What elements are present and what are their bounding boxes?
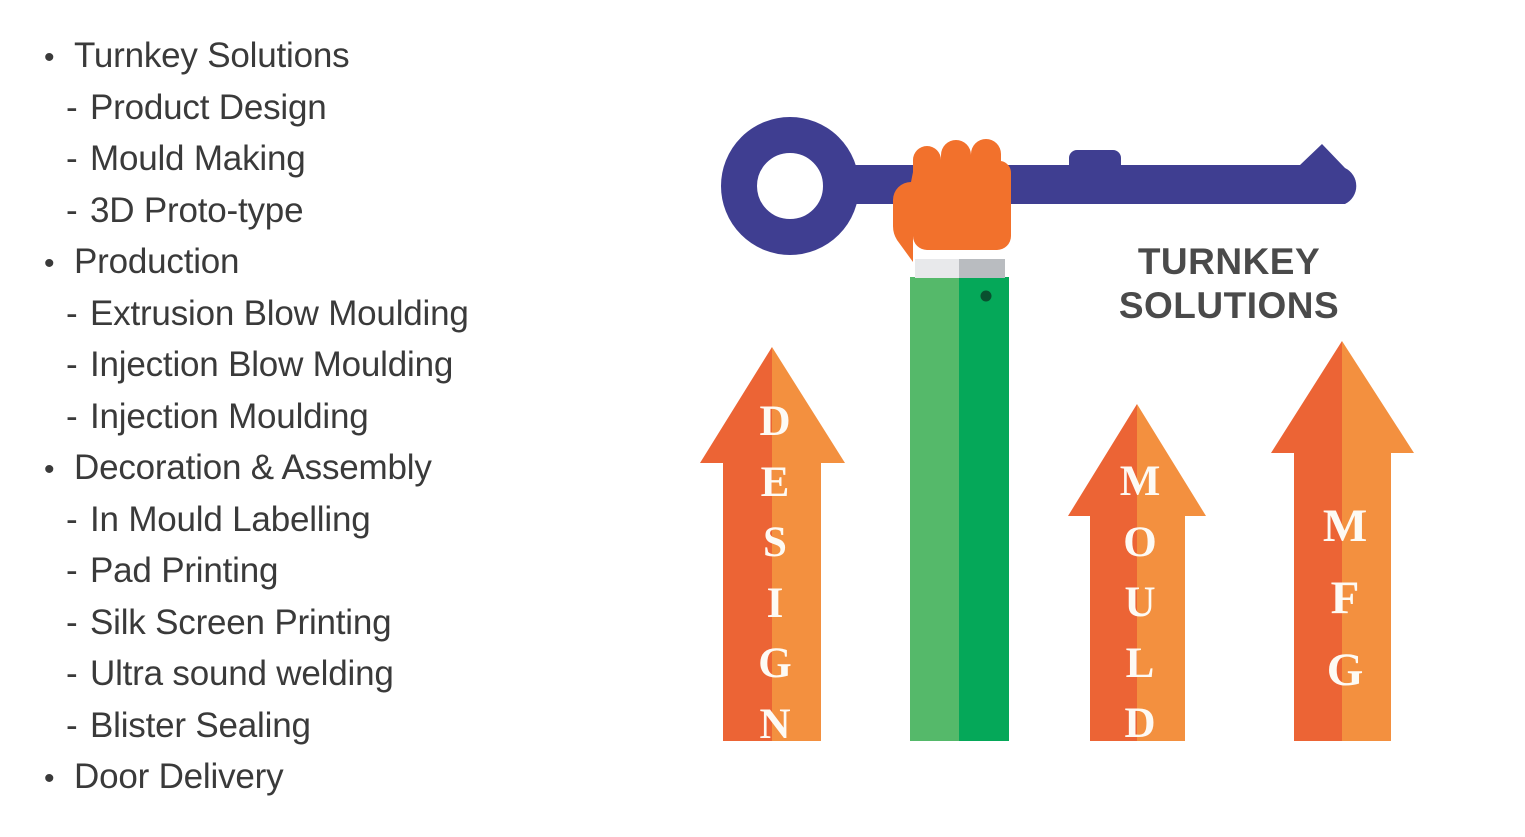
mould-arrow-letters: M O U L D <box>1100 452 1180 755</box>
dash-marker-icon: - <box>66 705 78 745</box>
list-item-label: Turnkey Solutions <box>74 36 350 75</box>
list-item: • Door Delivery <box>44 757 644 809</box>
mould-arrow-left-half <box>1068 404 1137 741</box>
list-item: -In Mould Labelling <box>44 500 644 552</box>
key-head-ring <box>721 117 859 255</box>
list-item: -Injection Moulding <box>44 397 644 449</box>
list-item-label: Ultra sound welding <box>90 654 394 693</box>
list-item-label: Door Delivery <box>74 757 284 796</box>
dash-marker-icon: - <box>66 551 78 590</box>
list-item-label: Extrusion Blow Moulding <box>90 293 469 333</box>
caption-line-1: TURNKEY <box>1137 241 1321 282</box>
list-item: -Product Design <box>44 88 644 140</box>
cuff-left-half <box>915 259 959 278</box>
hand-thumb <box>892 172 913 262</box>
list-item-label: Decoration & Assembly <box>74 448 432 487</box>
sleeve-right-half <box>959 277 1009 741</box>
list-item-label: 3D Proto-type <box>90 190 304 230</box>
bullet-marker-icon: • <box>44 41 55 74</box>
dash-marker-icon: - <box>66 190 78 230</box>
design-letter: I <box>766 579 784 627</box>
list-item-label: Injection Blow Moulding <box>90 345 454 384</box>
services-bullet-list: •Turnkey Solutions-Product Design-Mould … <box>44 36 644 809</box>
mould-arrow <box>1068 404 1206 741</box>
hand-fist <box>913 139 1012 190</box>
mould-letter: M <box>1119 458 1161 505</box>
design-arrow-right-half <box>772 347 845 741</box>
design-letter: S <box>763 519 787 566</box>
list-item-label: Blister Sealing <box>90 705 311 745</box>
dash-marker-icon: - <box>66 654 78 693</box>
hand-palm <box>913 185 1011 250</box>
list-item: -Silk Screen Printing <box>44 603 644 655</box>
design-letter: E <box>760 458 790 506</box>
caption-line-2: SOLUTIONS <box>1118 285 1340 326</box>
dash-marker-icon: - <box>66 499 78 539</box>
list-item: -Extrusion Blow Moulding <box>44 294 644 346</box>
cuff-right-half <box>959 259 1005 278</box>
design-letter: D <box>759 398 791 445</box>
list-item: -Ultra sound welding <box>44 654 644 706</box>
mfg-letter: F <box>1330 572 1360 624</box>
list-item-label: Mould Making <box>90 139 306 178</box>
list-item-label: Production <box>74 242 240 281</box>
dash-marker-icon: - <box>66 293 78 333</box>
key-icon <box>721 117 1357 255</box>
list-item: -Mould Making <box>44 139 644 191</box>
hand-icon <box>892 139 1012 262</box>
list-item: -Pad Printing <box>44 551 644 603</box>
design-letter: N <box>759 700 791 748</box>
design-arrow-letters: D E S I G N <box>735 392 815 755</box>
mfg-arrow-letters: M F G <box>1305 490 1385 706</box>
list-item-label: In Mould Labelling <box>90 499 371 539</box>
mfg-letter: G <box>1326 644 1364 696</box>
list-item: -Blister Sealing <box>44 706 644 758</box>
mould-letter: O <box>1123 518 1157 566</box>
mould-letter: D <box>1124 700 1156 747</box>
list-item: • Production <box>44 242 644 294</box>
mfg-arrow <box>1271 341 1414 741</box>
list-item-label: Silk Screen Printing <box>90 602 392 642</box>
list-item: -3D Proto-type <box>44 191 644 243</box>
list-item-label: Product Design <box>90 87 327 127</box>
dash-marker-icon: - <box>66 602 78 642</box>
mfg-arrow-right-half <box>1342 341 1414 741</box>
mfg-arrow-left-half <box>1271 341 1342 741</box>
list-item: • Decoration & Assembly <box>44 448 644 500</box>
turnkey-solutions-caption: TURNKEY SOLUTIONS <box>1094 240 1364 328</box>
sleeve-button-icon <box>980 290 992 302</box>
list-item: -Injection Blow Moulding <box>44 345 644 397</box>
dash-marker-icon: - <box>66 345 78 384</box>
dash-marker-icon: - <box>66 139 78 178</box>
mould-letter: U <box>1124 579 1156 626</box>
sleeve-graphic <box>910 277 1009 741</box>
dash-marker-icon: - <box>66 396 78 436</box>
mfg-letter: M <box>1322 500 1368 552</box>
list-item: • Turnkey Solutions <box>44 36 644 88</box>
bullet-marker-icon: • <box>44 247 55 280</box>
mould-arrow-right-half <box>1137 404 1206 741</box>
sleeve-left-half <box>910 277 959 741</box>
list-item-label: Pad Printing <box>90 551 279 590</box>
bullet-marker-icon: • <box>44 453 55 486</box>
list-item-label: Injection Moulding <box>90 396 369 436</box>
mould-letter: L <box>1125 639 1155 687</box>
bullet-marker-icon: • <box>44 762 55 795</box>
dash-marker-icon: - <box>66 87 78 127</box>
design-arrow <box>700 347 845 741</box>
cuff-graphic <box>915 259 1005 278</box>
design-letter: G <box>758 640 792 687</box>
key-shaft <box>828 144 1357 204</box>
design-arrow-left-half <box>700 347 772 741</box>
